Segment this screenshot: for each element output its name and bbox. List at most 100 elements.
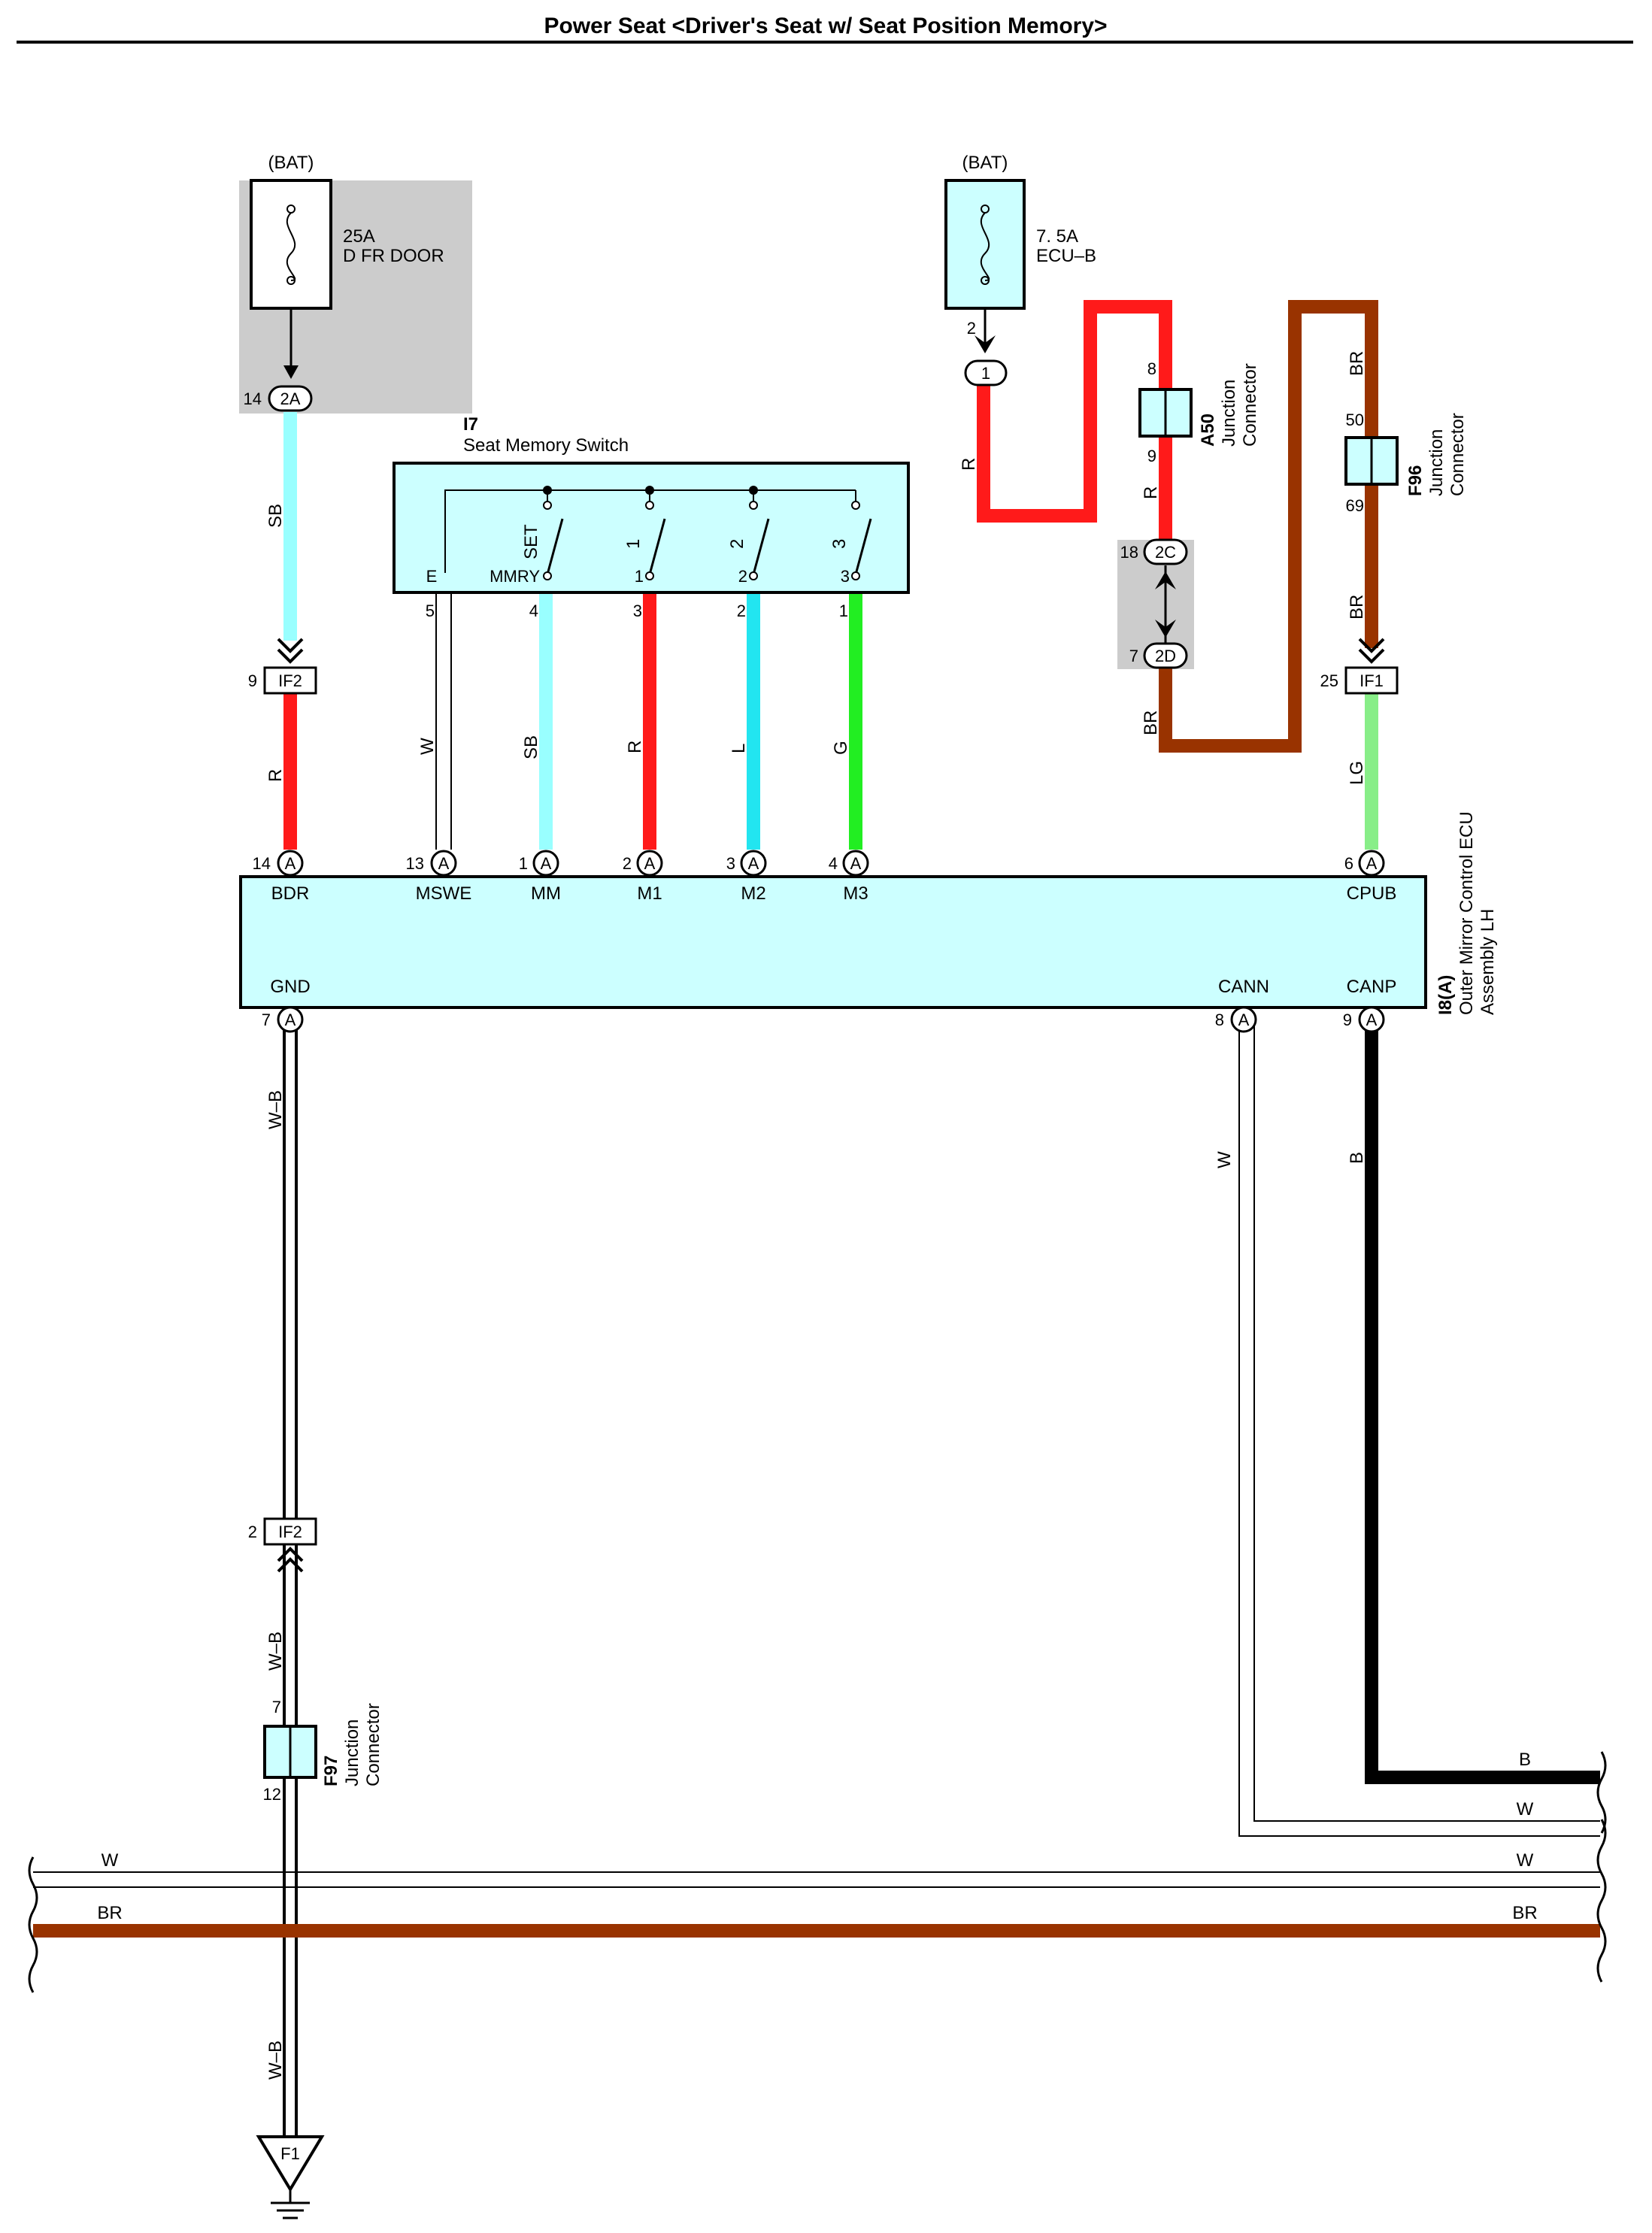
svg-text:A: A (748, 854, 759, 873)
connector-2a-pin: 14 (244, 389, 262, 408)
wire-label-br-mid: BR (1347, 595, 1367, 620)
connector-if2-bottom: IF2 (263, 1517, 317, 1573)
switch-pin-2: 2 (737, 601, 746, 620)
ecu-pin-name-canp: CANP (1347, 977, 1397, 997)
wire-b-canp (1365, 1026, 1600, 1784)
connector-2c-2d-link (1155, 565, 1176, 644)
junction-f97 (263, 1725, 317, 1779)
junction-f96-pin-top: 50 (1346, 411, 1364, 429)
wire-r-ecub-a50 (977, 300, 1172, 523)
switch-pin-3: 3 (633, 601, 642, 620)
junction-f97-pin-top: 7 (272, 1698, 281, 1716)
svg-text:F1: F1 (280, 2144, 300, 2163)
ecu-pin-m2: A (740, 850, 767, 877)
ground-symbol: F1 (256, 2135, 325, 2219)
wire-label-right-b: B (1519, 1750, 1531, 1770)
ecu-pin-name-cpub: CPUB (1347, 883, 1397, 904)
svg-text:A: A (285, 1010, 296, 1029)
switch-term-2: 2 (738, 567, 747, 586)
junction-a50-line1: Junction (1219, 380, 1239, 447)
switch-pin-4: 4 (529, 601, 538, 620)
svg-text:A: A (1366, 1010, 1378, 1029)
wire-label-r-ecu1: R (959, 458, 979, 471)
break-mark-right-2 (1596, 1819, 1607, 1983)
switch-contact-3 (851, 490, 872, 580)
switch-pin-1: 1 (839, 601, 848, 620)
ecu-pin-num-canp: 9 (1343, 1010, 1352, 1029)
break-mark-right-1 (1596, 1751, 1607, 1834)
wire-label-wb-3: W–B (265, 2041, 286, 2080)
fuse-left-source: (BAT) (268, 153, 314, 173)
switch-contact-set-label: SET (521, 524, 541, 559)
fuse-right-name: ECU–B (1036, 246, 1096, 266)
junction-a50 (1138, 388, 1193, 438)
wire-br-2d-f96 (1159, 300, 1378, 753)
ecu-pin-cann: A (1230, 1006, 1257, 1033)
ecu-pin-name-mswe: MSWE (416, 883, 472, 904)
junction-a50-code: A50 (1198, 414, 1218, 447)
wire-label-right-br: BR (1512, 1903, 1537, 1923)
ecu-line2: Assembly LH (1478, 909, 1498, 1015)
svg-text:A: A (1238, 1010, 1250, 1029)
ecu-pin-num-m2: 3 (726, 854, 735, 873)
svg-text:2C: 2C (1155, 543, 1176, 562)
wire-label-left-w: W (102, 1850, 119, 1871)
switch-term-mmry: MMRY (490, 567, 540, 586)
wire-label-lg: LG (1347, 761, 1367, 785)
svg-text:1: 1 (981, 364, 990, 383)
ecu-pin-mswe: A (430, 850, 457, 877)
wire-label-r-m1: R (625, 741, 645, 753)
connector-if2-top: IF2 (263, 638, 317, 695)
fuse-right-source: (BAT) (962, 153, 1008, 173)
connector-2d-pin: 7 (1129, 647, 1138, 665)
junction-f96-pin-bot: 69 (1346, 496, 1364, 515)
connector-if1-pin: 25 (1320, 671, 1338, 690)
ecu-pin-cpub: A (1358, 850, 1385, 877)
svg-text:A: A (1366, 854, 1378, 873)
ecu-pin-num-m1: 2 (623, 854, 632, 873)
fuse-left (250, 179, 332, 379)
switch-terminal-e: E (426, 567, 438, 586)
connector-2c-pin: 18 (1120, 543, 1138, 562)
wire-label-sb-mm: SB (521, 735, 541, 759)
junction-f96-line1: Junction (1426, 429, 1447, 496)
svg-text:A: A (850, 854, 862, 873)
wire-label-br-2d: BR (1141, 710, 1161, 735)
junction-f97-code: F97 (321, 1756, 341, 1786)
junction-a50-pin-top: 8 (1147, 359, 1156, 378)
connector-2c: 2C (1143, 538, 1188, 565)
switch-contact-3-label: 3 (829, 539, 850, 549)
connector-2a: 2A (268, 385, 313, 412)
switch-contact-2 (749, 486, 770, 580)
switch-common-bus (444, 489, 856, 573)
connector-1-pin: 2 (967, 319, 976, 338)
ecu-pin-num-m3: 4 (829, 854, 838, 873)
fuse-left-rating: 25A (343, 226, 375, 247)
connector-1: 1 (964, 359, 1008, 386)
ecu-pin-gnd: A (277, 1006, 304, 1033)
wire-label-b-canp: B (1347, 1152, 1367, 1164)
ecu-pin-bdr: A (277, 850, 304, 877)
wire-label-l-m2: L (729, 744, 749, 753)
ecu-pin-mm: A (532, 850, 559, 877)
connector-2d: 2D (1143, 642, 1188, 669)
break-mark-left (28, 1856, 38, 1993)
ecu-line1: Outer Mirror Control ECU (1456, 811, 1477, 1015)
wire-label-sb-top: SB (265, 504, 286, 528)
ecu-pin-m1: A (636, 850, 663, 877)
ecu-pin-num-bdr: 14 (253, 854, 271, 873)
ecu-code: I8(A) (1435, 975, 1456, 1015)
connector-if2-bottom-pin: 2 (248, 1522, 257, 1541)
wire-w-cann-b (1253, 1026, 1600, 1822)
svg-text:A: A (438, 854, 450, 873)
ecu-pin-m3: A (842, 850, 869, 877)
ecu-pin-num-mm: 1 (519, 854, 528, 873)
junction-a50-line2: Connector (1240, 363, 1260, 447)
connector-if1: IF1 (1344, 638, 1399, 695)
wire-label-left-br: BR (97, 1903, 122, 1923)
junction-f96 (1344, 436, 1399, 486)
fuse-left-name: D FR DOOR (343, 246, 444, 266)
ecu-pin-name-bdr: BDR (271, 883, 310, 904)
junction-f96-code: F96 (1405, 465, 1426, 496)
page-title: Power Seat <Driver's Seat w/ Seat Positi… (544, 14, 1107, 38)
